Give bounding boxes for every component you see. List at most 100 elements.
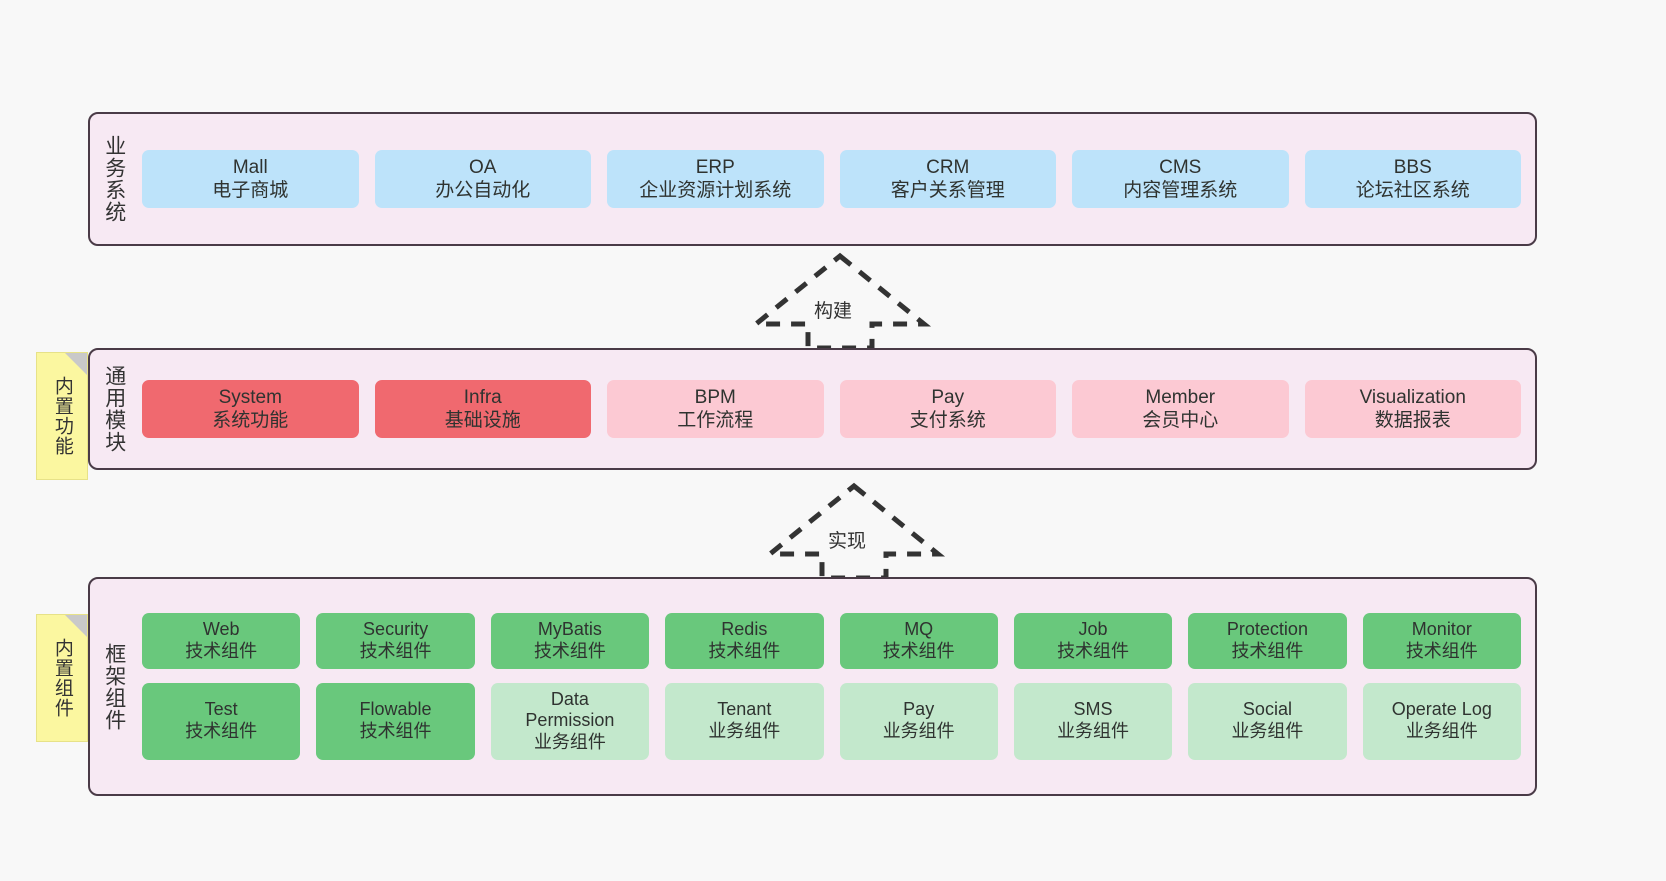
item-name: Pay (903, 699, 935, 720)
item-name: Pay (931, 386, 965, 408)
item-name: OA (469, 156, 497, 178)
item-desc: 业务组件 (533, 732, 606, 753)
item-desc: 基础设施 (444, 410, 521, 431)
item-desc: 技术组件 (1405, 640, 1478, 661)
item-name: BBS (1393, 156, 1432, 178)
item-operate-log[interactable]: Operate Log 业务组件 (1362, 682, 1521, 761)
item-name: MQ (904, 618, 934, 639)
item-monitor[interactable]: Monitor 技术组件 (1362, 612, 1521, 669)
item-desc: 内容管理系统 (1123, 180, 1238, 201)
arrow-build-label: 构建 (814, 301, 853, 322)
item-bpm[interactable]: BPM 工作流程 (607, 379, 824, 439)
item-desc: 业务组件 (882, 721, 955, 742)
item-desc: 技术组件 (882, 640, 955, 661)
layer-common-module: 通用模块 System 系统功能 Infra 基础设施 BPM 工作流程 Pay… (88, 348, 1537, 470)
item-desc: 技术组件 (185, 640, 258, 661)
item-job[interactable]: Job 技术组件 (1013, 612, 1173, 669)
item-name: CRM (926, 156, 970, 178)
item-name: Member (1145, 386, 1216, 408)
item-name: Test (204, 699, 238, 720)
item-test[interactable]: Test 技术组件 (142, 682, 301, 761)
item-name: Infra (463, 386, 502, 408)
item-name: Tenant (717, 699, 772, 720)
item-web[interactable]: Web 技术组件 (142, 612, 301, 669)
layer-title-common-module: 通用模块 (102, 365, 126, 453)
item-name: Data (550, 688, 589, 709)
item-infra[interactable]: Infra 基础设施 (374, 379, 591, 439)
layer-title-framework-component: 框架组件 (102, 642, 126, 731)
item-desc: 技术组件 (1057, 640, 1130, 661)
arrow-realize-label: 实现 (828, 531, 867, 552)
item-name: SMS (1073, 699, 1113, 720)
item-desc: 会员中心 (1142, 410, 1219, 431)
layer-row: Mall 电子商城 OA 办公自动化 ERP 企业资源计划系统 CRM 客户关系… (142, 149, 1521, 209)
item-erp[interactable]: ERP 企业资源计划系统 (607, 149, 824, 209)
item-desc: 电子商城 (212, 180, 289, 201)
item-desc: 企业资源计划系统 (639, 180, 792, 201)
item-name: Flowable (359, 699, 432, 720)
note-builtin-function: 内置功能 (36, 352, 88, 480)
item-name: Monitor (1411, 618, 1472, 639)
item-crm[interactable]: CRM 客户关系管理 (839, 149, 1056, 209)
item-sms[interactable]: SMS 业务组件 (1013, 682, 1173, 761)
arrow-outline (762, 482, 946, 581)
layer-body-business-system: Mall 电子商城 OA 办公自动化 ERP 企业资源计划系统 CRM 客户关系… (138, 114, 1535, 244)
item-desc: 数据报表 (1374, 410, 1451, 431)
item-desc: 业务组件 (1405, 721, 1478, 742)
item-name: MyBatis (537, 618, 602, 639)
item-mybatis[interactable]: MyBatis 技术组件 (490, 612, 650, 669)
item-data-permission[interactable]: Data Permission 业务组件 (490, 682, 650, 761)
item-desc: 系统功能 (212, 410, 289, 431)
layer-title-business-system: 业务系统 (102, 135, 126, 223)
layer-row: System 系统功能 Infra 基础设施 BPM 工作流程 Pay 支付系统… (142, 379, 1521, 439)
item-mall[interactable]: Mall 电子商城 (142, 149, 359, 209)
item-name: Visualization (1359, 386, 1466, 408)
layer-business-system: 业务系统 Mall 电子商城 OA 办公自动化 ERP 企业资源计划系统 CRM… (88, 112, 1537, 246)
item-name: BPM (694, 386, 736, 408)
item-name: Social (1242, 699, 1292, 720)
item-desc: 论坛社区系统 (1355, 180, 1470, 201)
item-name: ERP (695, 156, 735, 178)
item-social[interactable]: Social 业务组件 (1188, 682, 1347, 761)
item-desc: 业务组件 (708, 721, 781, 742)
item-desc: 技术组件 (533, 640, 606, 661)
item-desc: 技术组件 (708, 640, 781, 661)
item-desc: 业务组件 (1057, 721, 1130, 742)
item-mq[interactable]: MQ 技术组件 (839, 612, 998, 669)
item-name: Security (363, 618, 429, 639)
item-name: Protection (1226, 618, 1308, 639)
item-tenant[interactable]: Tenant 业务组件 (665, 682, 824, 761)
item-desc: 技术组件 (1231, 640, 1304, 661)
item-oa[interactable]: OA 办公自动化 (374, 149, 591, 209)
item-desc: 工作流程 (677, 410, 754, 431)
item-name: System (218, 386, 282, 408)
item-desc: 业务组件 (1231, 721, 1304, 742)
item-desc: 办公自动化 (435, 180, 531, 201)
item-flowable[interactable]: Flowable 技术组件 (316, 682, 475, 761)
item-name: Job (1078, 618, 1108, 639)
item-cms[interactable]: CMS 内容管理系统 (1072, 149, 1289, 209)
item-redis[interactable]: Redis 技术组件 (665, 612, 824, 669)
arrow-outline (748, 252, 932, 351)
item-visualization[interactable]: Visualization 数据报表 (1304, 379, 1521, 439)
item-system[interactable]: System 系统功能 (142, 379, 359, 439)
layer-row: Web 技术组件 Security 技术组件 MyBatis 技术组件 Redi… (142, 612, 1521, 669)
arrow-build: 构建 (748, 252, 932, 351)
layer-body-common-module: System 系统功能 Infra 基础设施 BPM 工作流程 Pay 支付系统… (138, 350, 1535, 468)
item-security[interactable]: Security 技术组件 (316, 612, 475, 669)
note-builtin-component: 内置组件 (36, 614, 88, 742)
item-pay-common[interactable]: Pay 支付系统 (839, 379, 1056, 439)
item-name: Mall (232, 156, 268, 178)
item-bbs[interactable]: BBS 论坛社区系统 (1304, 149, 1521, 209)
item-member[interactable]: Member 会员中心 (1072, 379, 1289, 439)
item-pay-component[interactable]: Pay 业务组件 (839, 682, 998, 761)
item-name: Operate Log (1391, 699, 1492, 720)
arrow-realize: 实现 (762, 482, 946, 581)
item-desc: 技术组件 (359, 721, 432, 742)
item-desc: 技术组件 (185, 721, 258, 742)
item-protection[interactable]: Protection 技术组件 (1188, 612, 1347, 669)
layer-body-framework-component: Web 技术组件 Security 技术组件 MyBatis 技术组件 Redi… (138, 579, 1535, 794)
layer-framework-component: 框架组件 Web 技术组件 Security 技术组件 MyBatis 技术组件… (88, 577, 1537, 796)
item-name: Redis (721, 618, 768, 639)
